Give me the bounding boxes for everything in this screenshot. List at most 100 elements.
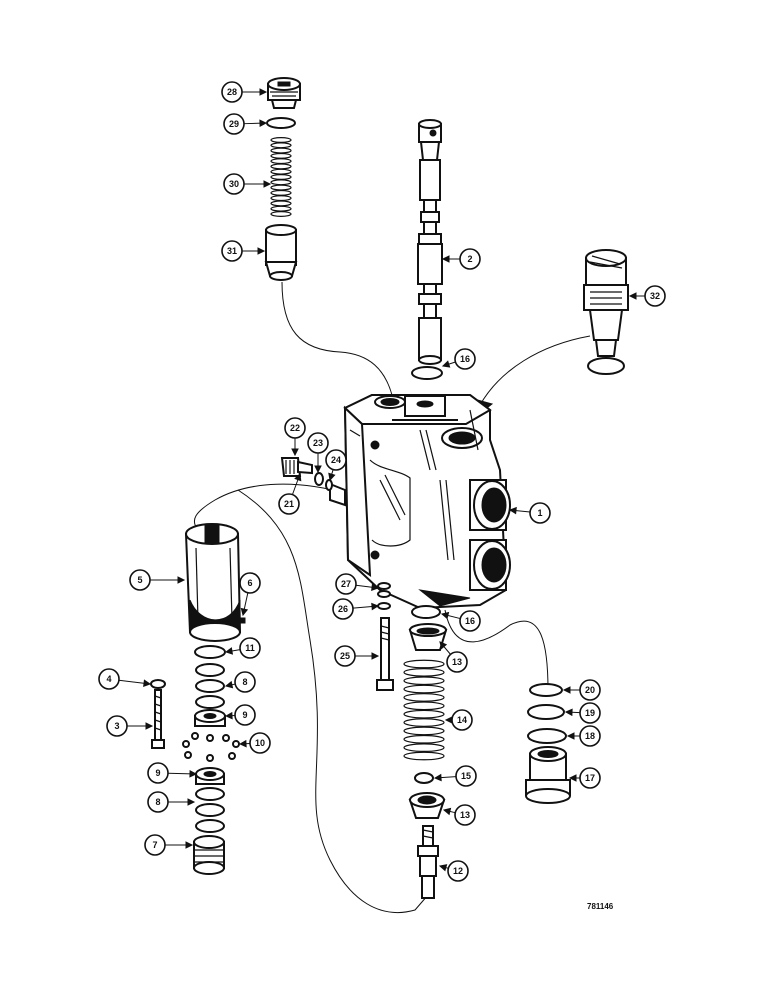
part-17-plug	[525, 746, 571, 804]
spring-coil	[270, 152, 292, 159]
callout-arrowhead	[564, 708, 573, 717]
part-15-washer	[414, 772, 434, 784]
callout-circle	[239, 572, 261, 594]
part-8-washer-upper-c	[195, 695, 225, 709]
part-28-plug	[267, 77, 301, 109]
callout-circle	[239, 637, 261, 659]
callout-arrowhead	[438, 864, 448, 872]
spring-coil	[403, 693, 445, 702]
callout-14: 14	[444, 709, 473, 731]
part-8-washer-upper-a	[195, 663, 225, 677]
long-assembly-path-line	[237, 489, 429, 914]
callout-circle	[451, 709, 473, 731]
callout-label: 7	[152, 840, 157, 850]
callout-16: 16	[441, 348, 476, 370]
callout-25: 25	[334, 645, 380, 667]
callout-label: 8	[242, 677, 247, 687]
callout-20: 20	[562, 679, 601, 701]
spring-coil	[403, 726, 445, 736]
callout-label: 8	[155, 797, 160, 807]
callout-6: 6	[239, 572, 261, 617]
part-8-washer-lower-b	[195, 803, 225, 817]
part-16-o-ring-top	[411, 366, 443, 380]
callout-4: 4	[98, 668, 152, 690]
callout-label: 1	[537, 508, 542, 518]
callout-arrowhead	[441, 360, 451, 368]
callout-arrowhead	[568, 774, 577, 782]
callout-circle	[644, 285, 666, 307]
part-29-o-ring	[266, 117, 296, 129]
callout-label: 15	[461, 771, 471, 781]
part-22-check-valve	[280, 457, 313, 477]
callout-22: 22	[284, 417, 306, 457]
callout-circle	[529, 502, 551, 524]
spring-coil	[403, 718, 445, 727]
callout-28: 28	[221, 81, 268, 103]
callout-circle	[234, 671, 256, 693]
callout-circle	[106, 715, 128, 737]
callout-label: 29	[229, 119, 239, 129]
callout-circle	[334, 645, 356, 667]
part-31-piston	[264, 224, 298, 281]
callout-3: 3	[106, 715, 154, 737]
part-25-bolt	[376, 617, 394, 691]
spring-coil	[403, 751, 445, 761]
part-3-screw	[151, 689, 165, 749]
callout-circle	[447, 860, 469, 882]
callout-label: 13	[452, 657, 462, 667]
callout-label: 31	[227, 246, 237, 256]
callout-label: 12	[453, 866, 463, 876]
callout-24: 24	[325, 449, 347, 482]
callout-label: 25	[340, 651, 350, 661]
callout-27: 27	[335, 573, 380, 595]
spring-coil	[270, 142, 292, 149]
callout-circle	[579, 767, 601, 789]
callout-label: 27	[341, 579, 351, 589]
callout-arrowhead	[189, 770, 198, 778]
part-27-o-ring-b	[377, 590, 391, 598]
callout-arrowhead	[224, 680, 234, 689]
spring-coil	[403, 668, 445, 677]
callout-18: 18	[566, 725, 601, 747]
spring-coil	[403, 676, 445, 686]
callout-circle	[147, 762, 169, 784]
callout-label: 16	[465, 616, 475, 626]
part-27-o-ring-a	[377, 582, 391, 590]
callout-32: 32	[628, 285, 666, 307]
callout-arrowhead	[371, 583, 380, 591]
callout-circle	[223, 173, 245, 195]
part-7-end-plug	[193, 835, 225, 875]
callout-19: 19	[564, 702, 601, 724]
callout-arrowhead	[508, 506, 517, 515]
callout-arrowhead	[224, 711, 233, 720]
callout-label: 19	[585, 708, 595, 718]
spring-path-line	[281, 281, 393, 396]
callout-arrowhead	[294, 472, 302, 482]
spring-coil	[270, 163, 292, 170]
part-26-o-ring	[377, 602, 391, 610]
callout-label: 14	[457, 715, 467, 725]
callout-arrowhead	[187, 798, 196, 806]
callout-circle	[332, 598, 354, 620]
callout-arrowhead	[439, 641, 448, 650]
reference-code: 781146	[587, 902, 614, 911]
spring-coil	[403, 701, 445, 711]
spool-cap-path-line	[193, 483, 349, 531]
callout-label: 30	[229, 179, 239, 189]
spring-coil	[403, 743, 445, 753]
callout-label: 18	[585, 731, 595, 741]
callout-arrowhead	[314, 465, 322, 474]
callout-label: 23	[313, 438, 323, 448]
part-9-seat-lower	[195, 767, 225, 785]
callout-arrowhead	[238, 739, 247, 748]
callout-arrowhead	[441, 255, 450, 263]
callout-circle	[221, 81, 243, 103]
callout-16: 16	[440, 610, 481, 632]
part-10-balls	[182, 732, 240, 762]
part-13-spring-seat-top	[408, 623, 448, 651]
callout-arrowhead	[224, 647, 234, 655]
callout-15: 15	[433, 765, 477, 787]
callout-circle	[579, 725, 601, 747]
callout-13: 13	[439, 641, 468, 673]
callout-11: 11	[224, 637, 261, 659]
